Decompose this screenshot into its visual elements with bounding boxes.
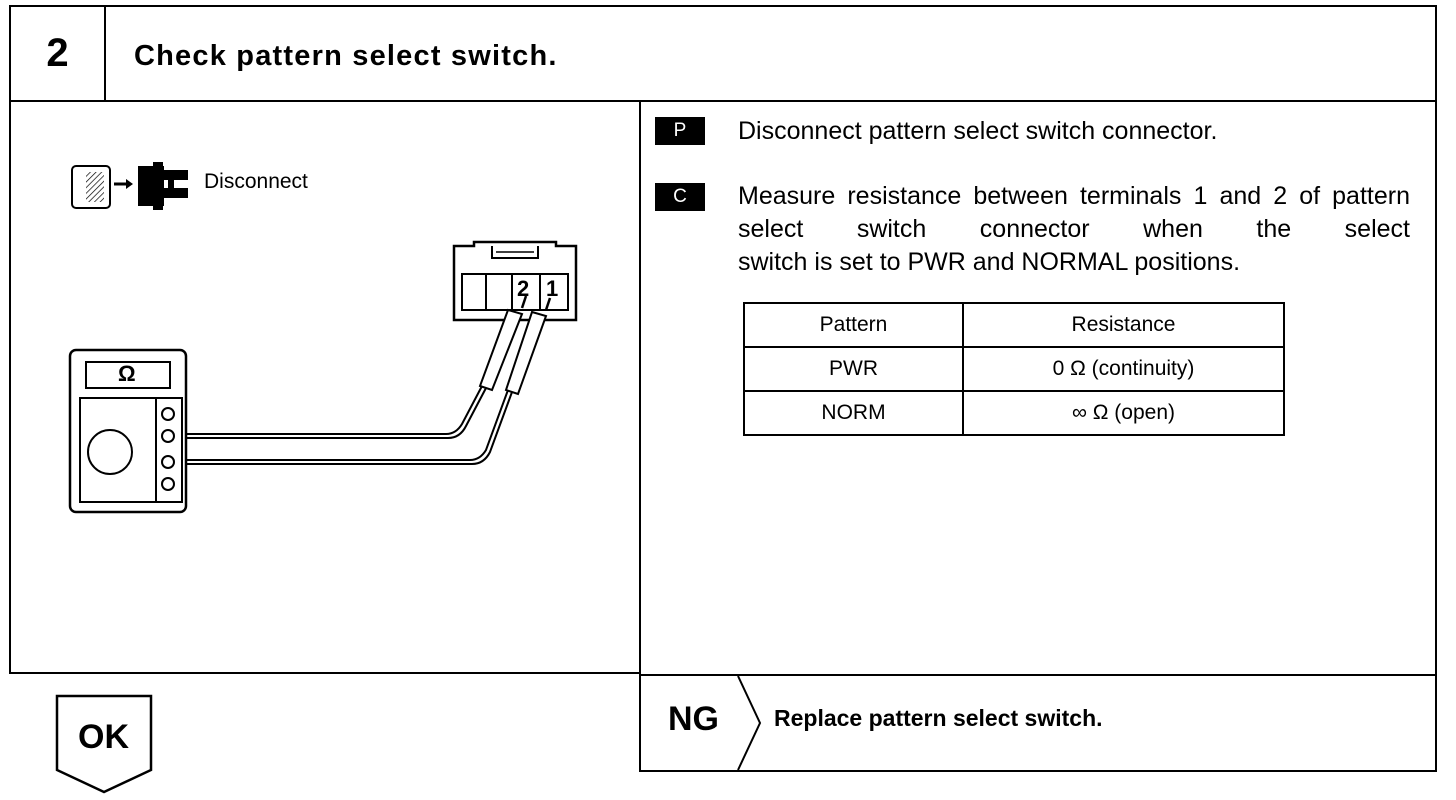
ng-chevron-divider [737,676,762,770]
prepare-instruction: Disconnect pattern select switch connect… [738,117,1218,145]
ok-arrow-badge [55,694,153,794]
ng-label: NG [668,700,719,738]
check-instruction-line-1: Measure resistance between terminals 1 a… [738,182,1410,243]
table-cell-pattern: PWR [743,346,964,392]
table-header-pattern: Pattern [743,302,964,348]
frame-top [9,5,1437,7]
table-header-resistance: Resistance [962,302,1285,348]
step-number: 2 [46,31,69,75]
table-cell-resistance: ∞ Ω (open) [962,390,1285,436]
middle-divider [639,100,641,772]
test-probe-left [478,295,528,392]
check-instruction-line-2: switch is set to PWR and NORMAL position… [738,248,1241,276]
resistance-table: Pattern Resistance PWR 0 Ω (continuity) … [743,302,1285,436]
table-row: NORM ∞ Ω (open) [743,390,1285,436]
prepare-tag: P [655,117,705,145]
disconnect-connector-icon [71,162,188,210]
frame-left [9,5,11,674]
table-cell-pattern: NORM [743,390,964,436]
left-bottom-line [9,672,641,674]
step-number-divider [104,5,106,101]
ng-action: Replace pattern select switch. [774,705,1103,731]
ohmmeter-wiring-diagram [68,240,578,514]
table-cell-resistance: 0 Ω (continuity) [962,346,1285,392]
check-tag: C [655,183,705,211]
meter-symbol: Ω [118,361,136,386]
header-divider [9,100,1437,102]
connector-pin-1: 1 [546,276,559,301]
right-result-bottom [639,770,1437,772]
check-instruction: Measure resistance between terminals 1 a… [738,180,1410,279]
table-row: PWR 0 Ω (continuity) [743,346,1285,392]
ohmmeter-icon [68,348,188,514]
test-probe-right [504,297,552,396]
right-result-top [639,674,1437,676]
ok-label: OK [78,718,129,756]
frame-right [1435,5,1437,772]
step-title: Check pattern select switch. [134,40,558,72]
table-header-row: Pattern Resistance [743,302,1285,348]
disconnect-label: Disconnect [204,170,308,193]
connector-icon [452,240,578,322]
connector-pin-2: 2 [517,276,530,301]
